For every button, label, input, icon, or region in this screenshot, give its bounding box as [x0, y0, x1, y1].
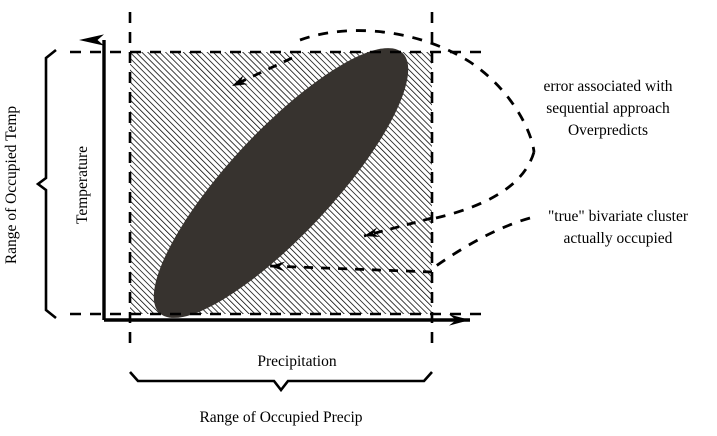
- true-cluster-line-2: actually occupied: [564, 230, 673, 247]
- error-callout-line-1: error associated with: [543, 78, 672, 95]
- y-range-brace: [35, 48, 57, 320]
- true-cluster-blob: [153, 48, 409, 318]
- pointer-arrow-to-cluster-edge: [363, 216, 433, 238]
- x-range-brace: [129, 371, 433, 393]
- y-axis-label: Temperature: [74, 146, 91, 224]
- axes-group: [79, 34, 470, 326]
- x-range-brace-label: Range of Occupied Precip: [199, 409, 362, 426]
- envelope-dashed-bounds: [70, 12, 490, 350]
- error-callout-text: error associated with sequential approac…: [543, 78, 672, 139]
- pointer-arrow-to-hatch-region: [231, 56, 293, 88]
- error-callout-leader: [299, 29, 536, 220]
- true-cluster-line-1: "true" bivariate cluster: [548, 208, 689, 225]
- error-callout-line-3: Overpredicts: [568, 122, 648, 139]
- internal-pointer-arrows: [231, 56, 433, 274]
- y-range-brace-label: Range of Occupied Temp: [3, 106, 20, 265]
- error-callout-line-2: sequential approach: [546, 100, 670, 117]
- true-cluster-callout-leader: [435, 216, 531, 268]
- x-axis-label: Precipitation: [257, 353, 336, 370]
- true-cluster-callout-text: "true" bivariate cluster actually occupi…: [548, 208, 689, 247]
